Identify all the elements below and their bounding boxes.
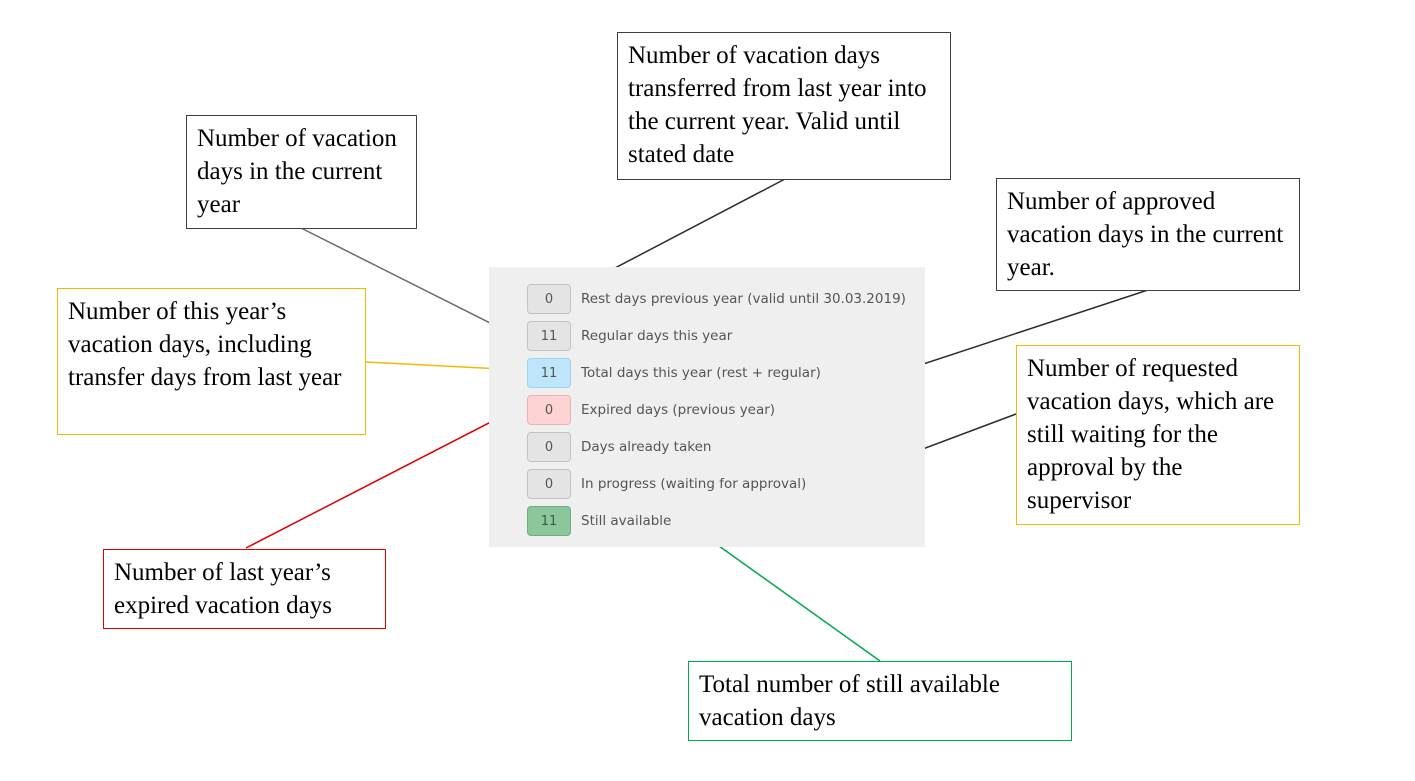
rest-days-label: Rest days previous year (valid until 30.…	[581, 291, 906, 307]
available-label: Still available	[581, 513, 672, 529]
available-row: 11 Still available	[527, 505, 671, 537]
regular-days-label: Regular days this year	[581, 328, 733, 344]
callout-available: Total number of still available vacation…	[688, 661, 1072, 741]
total-days-value: 11	[527, 358, 571, 388]
expired-days-value: 0	[527, 395, 571, 425]
in-progress-value: 0	[527, 469, 571, 499]
callout-total-incl-transfer: Number of this year’s vacation days, inc…	[57, 288, 366, 435]
expired-days-row: 0 Expired days (previous year)	[527, 394, 775, 426]
callout-approved: Number of approved vacation days in the …	[996, 178, 1300, 291]
regular-days-row: 11 Regular days this year	[527, 320, 732, 352]
callout-expired: Number of last year’s expired vacation d…	[103, 549, 386, 629]
in-progress-label: In progress (waiting for approval)	[581, 476, 807, 492]
total-days-row: 11 Total days this year (rest + regular)	[527, 357, 821, 389]
rest-days-value: 0	[527, 284, 571, 314]
vacation-summary-panel: 0 Rest days previous year (valid until 3…	[489, 267, 925, 547]
arrow-current-year	[300, 227, 511, 334]
available-value: 11	[527, 506, 571, 536]
callout-current-year: Number of vacation days in the current y…	[186, 115, 417, 229]
in-progress-row: 0 In progress (waiting for approval)	[527, 468, 806, 500]
callout-requested: Number of requested vacation days, which…	[1016, 345, 1300, 525]
rest-days-row: 0 Rest days previous year (valid until 3…	[527, 283, 906, 315]
taken-days-value: 0	[527, 432, 571, 462]
total-days-label: Total days this year (rest + regular)	[581, 365, 821, 381]
callout-transferred: Number of vacation days transferred from…	[617, 32, 951, 180]
regular-days-value: 11	[527, 321, 571, 351]
taken-days-row: 0 Days already taken	[527, 431, 711, 463]
arrow-expired	[245, 408, 517, 549]
expired-days-label: Expired days (previous year)	[581, 402, 776, 418]
taken-days-label: Days already taken	[581, 439, 712, 455]
arrow-available	[690, 525, 881, 662]
